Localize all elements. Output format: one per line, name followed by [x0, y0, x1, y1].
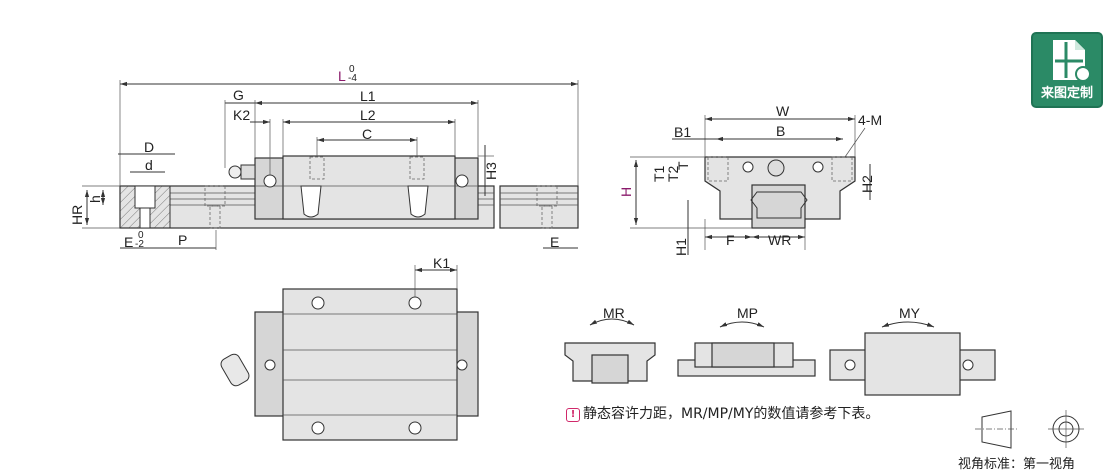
top-view: K1 [220, 255, 479, 441]
dim-B1: B1 [674, 124, 691, 140]
dim-L1: L1 [360, 88, 376, 104]
side-view: L 0 -4 G L1 K2 L2 C D d HR h H3 E 0 -2 P… [69, 64, 579, 250]
moment-MR: MR [603, 305, 625, 321]
projection-caption: 视角标准：第一视角 [958, 457, 1076, 472]
dim-WR: WR [768, 232, 791, 248]
dim-L2: L2 [360, 107, 376, 123]
dim-B: B [776, 123, 785, 139]
custom-drawing-badge[interactable]: 来图定制 [1031, 32, 1103, 108]
badge-label: 来图定制 [1040, 86, 1093, 101]
dim-h: h [87, 195, 103, 203]
dim-4-M: 4-M [858, 112, 882, 128]
dim-P: P [178, 232, 187, 248]
dim-E-right: E [550, 234, 559, 250]
dim-K2: K2 [233, 107, 250, 123]
dim-T1: T1 [651, 165, 667, 182]
dim-K1: K1 [433, 255, 450, 271]
dim-H1: H1 [673, 238, 689, 256]
dim-H: H [618, 187, 634, 197]
custom-drawing-icon [1053, 40, 1091, 82]
dim-E-left: E [124, 234, 133, 250]
dim-T2: T2 [665, 165, 681, 182]
dim-E-tol-upper: 0 [138, 230, 144, 241]
grease-nipple-icon [228, 165, 242, 179]
warning-icon: ! [566, 408, 580, 422]
note-text: 静态容许力距，MR/MP/MY的数值请参考下表。 [583, 406, 880, 422]
moment-views: MR MP MY [564, 305, 996, 396]
dim-d: d [145, 157, 153, 173]
dim-T: T [675, 161, 691, 170]
moment-note: !静态容许力距，MR/MP/MY的数值请参考下表。 [566, 403, 879, 423]
dim-H2: H2 [859, 175, 875, 193]
dim-L-tol-upper: 0 [349, 64, 355, 75]
moment-MY: MY [899, 305, 921, 321]
dim-L-tol-lower: -4 [348, 73, 357, 84]
dim-H3: H3 [483, 162, 499, 180]
dim-G: G [233, 87, 244, 103]
moment-MP: MP [737, 305, 758, 321]
dim-HR: HR [69, 205, 85, 225]
dim-D: D [144, 139, 154, 155]
dim-C: C [362, 126, 372, 142]
dim-W: W [776, 103, 790, 119]
dim-L: L [338, 68, 346, 84]
dim-E-tol-lower: -2 [135, 239, 144, 250]
dim-F: F [726, 232, 735, 248]
front-view: W B B1 4-M T1 T2 T H H2 H1 F WR [618, 103, 882, 256]
first-angle-projection-symbol [975, 410, 1084, 449]
